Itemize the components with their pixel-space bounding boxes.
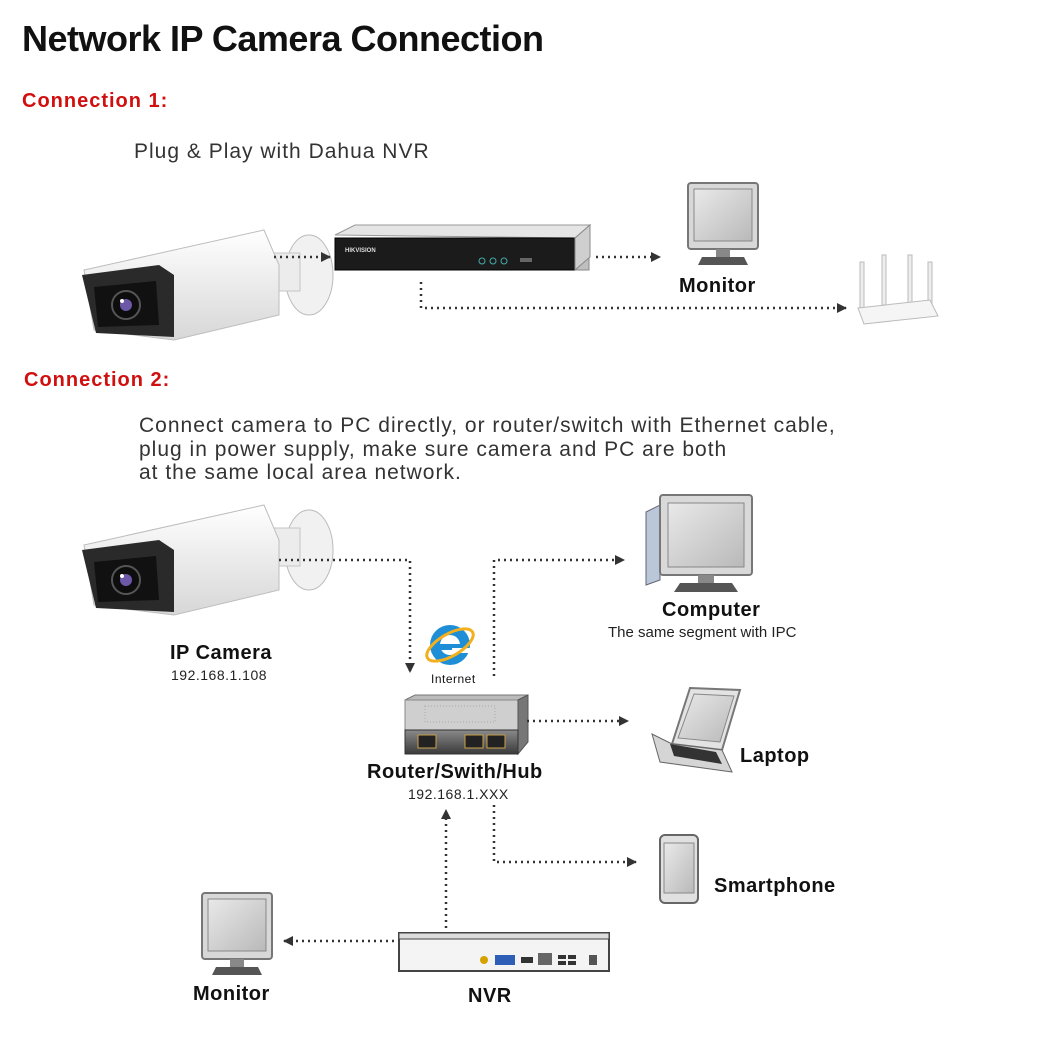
nvr-label: NVR: [468, 985, 512, 1007]
connection-1-description: Plug & Play with Dahua NVR: [134, 140, 430, 163]
monitor-1-icon: [687, 182, 759, 266]
router-address: 192.168.1.XXX: [408, 786, 509, 802]
ip-camera-1-image: [81, 229, 334, 341]
monitor-2-label: Monitor: [193, 983, 270, 1005]
computer-sublabel: The same segment with IPC: [608, 624, 797, 641]
computer-icon: [645, 494, 753, 592]
nvr-1-image: HIKVISION: [334, 223, 592, 272]
connection-2-description: Connect camera to PC directly, or router…: [139, 414, 836, 485]
nvr-brand-text: HIKVISION: [345, 248, 376, 254]
laptop-label: Laptop: [740, 745, 810, 767]
ip-camera-address: 192.168.1.108: [171, 667, 268, 683]
internet-label: Internet: [431, 672, 476, 686]
description-line: plug in power supply, make sure camera a…: [139, 437, 728, 461]
internet-explorer-icon: [425, 625, 475, 665]
description-line: at the same local area network.: [139, 461, 462, 484]
ip-camera-label: IP Camera: [170, 642, 272, 664]
ip-camera-2-image: [81, 504, 334, 616]
page-title: Network IP Camera Connection: [22, 18, 544, 59]
laptop-icon: [651, 686, 742, 773]
connection-2-heading: Connection 2:: [24, 369, 171, 391]
smartphone-label: Smartphone: [714, 875, 836, 897]
router-label: Router/Swith/Hub: [367, 761, 543, 783]
smartphone-icon: [659, 834, 699, 904]
router-switch-image: [404, 694, 529, 756]
monitor-2-icon: [201, 892, 273, 976]
wifi-router-icon: [857, 254, 939, 325]
connection-1-heading: Connection 1:: [22, 90, 169, 112]
description-line: Connect camera to PC directly, or router…: [139, 414, 836, 437]
computer-label: Computer: [662, 599, 761, 621]
nvr-2-image: [398, 932, 610, 972]
monitor-1-label: Monitor: [679, 275, 756, 297]
